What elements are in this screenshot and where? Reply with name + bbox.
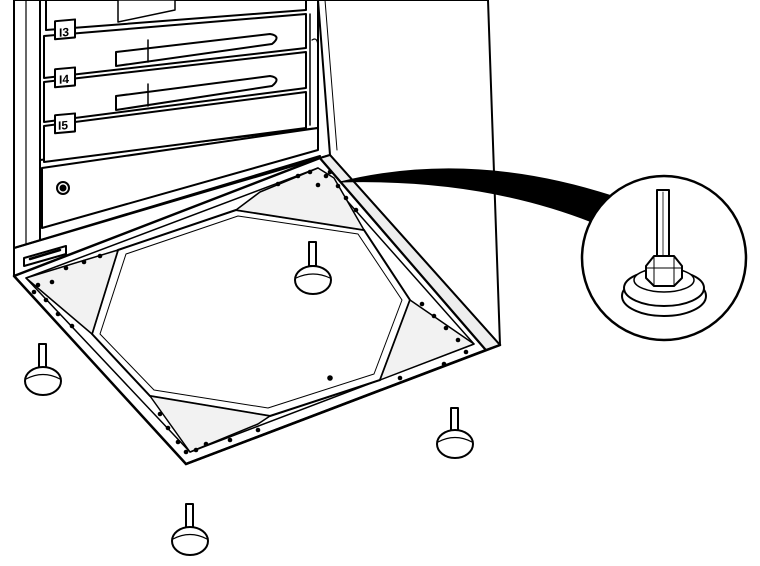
- foot-center-inside: [294, 241, 332, 295]
- leveling-foot-detail: [580, 174, 748, 342]
- cabinet-left-side: [13, 0, 41, 273]
- foot-front: [171, 503, 209, 556]
- drawer-label-plate-i3: [54, 18, 76, 41]
- drawer-handle-i4: [115, 75, 278, 111]
- drawer-i4: I4: [43, 51, 307, 123]
- foot-right: [436, 407, 474, 459]
- drawer-handle-i3: [115, 33, 278, 67]
- drawer-label-i5: I5: [58, 118, 68, 133]
- drawer-i2-partial: [45, 0, 307, 31]
- drawer-label-plate-i5: [54, 112, 76, 135]
- base-underside: [12, 154, 502, 466]
- drawer-i5: I5: [43, 91, 307, 163]
- screw-heads: [31, 169, 469, 455]
- corner-plate-front: [149, 395, 271, 453]
- corner-plate-right: [379, 299, 475, 381]
- drawer-label-i3: I3: [59, 25, 69, 40]
- cabinet-bottom-panel: [41, 127, 319, 229]
- corner-plate-left: [25, 249, 119, 335]
- drawer-i3: I3: [43, 13, 307, 79]
- corner-plate-back: [235, 167, 365, 231]
- drawer-stack: I3 I4 I5: [41, 0, 319, 229]
- drawer-label-i4: I4: [59, 72, 69, 87]
- drawer-label-plate-i4: [54, 66, 76, 89]
- hex-nut: [645, 255, 683, 287]
- foot-left: [24, 343, 62, 396]
